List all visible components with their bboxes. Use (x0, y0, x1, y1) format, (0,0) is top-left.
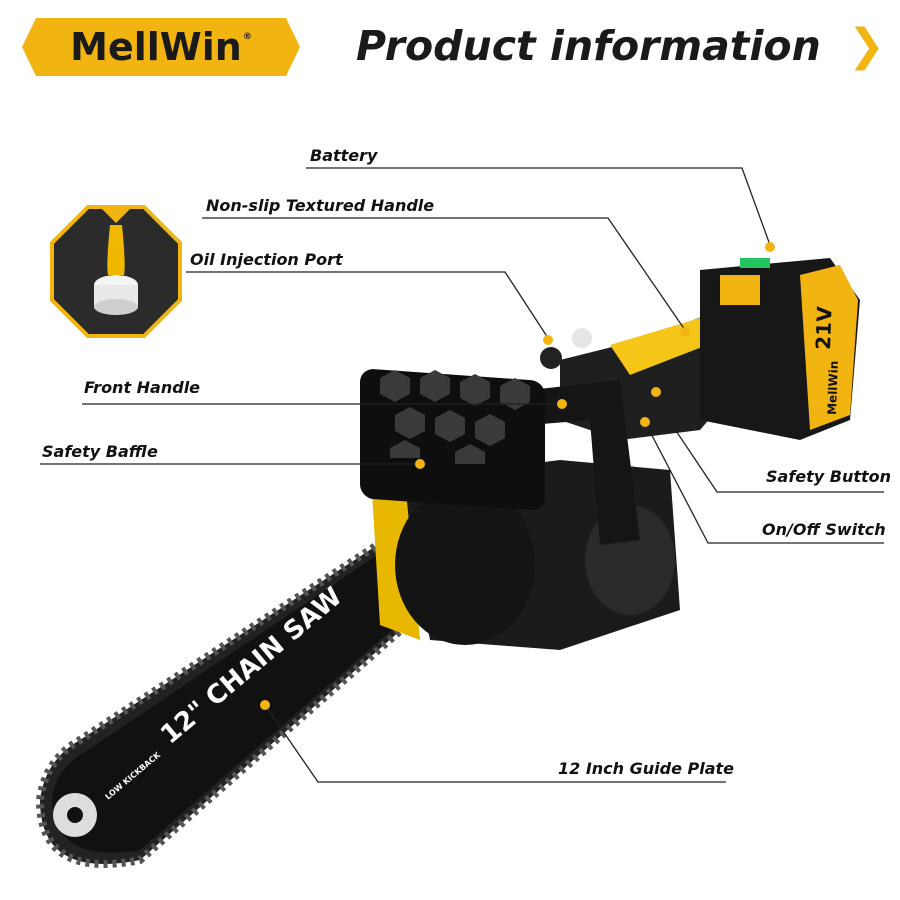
safety-dot (651, 387, 661, 397)
callout-guide-plate: 12 Inch Guide Plate (558, 759, 735, 778)
brand-trademark: ® (242, 32, 252, 42)
battery-brand: MellWin (825, 360, 841, 415)
callout-safety-baffle: Safety Baffle (42, 442, 158, 461)
baffle-dot (415, 459, 425, 469)
battery-pack: 21V MellWin (700, 258, 860, 440)
oil-port-cap (540, 347, 562, 369)
logo-badge-shape (22, 18, 300, 76)
callout-battery: Battery (310, 146, 378, 165)
front-handle (530, 380, 640, 545)
callout-textured-handle: Non-slip Textured Handle (206, 196, 435, 215)
callout-front-handle: Front Handle (84, 378, 201, 397)
chevron-right-icon[interactable]: ❯ (848, 20, 885, 71)
oil-dot (543, 335, 553, 345)
brand-logo-badge: MellWin® (22, 18, 300, 76)
guide-dot (260, 700, 270, 710)
brand-logo: MellWin® (22, 18, 300, 76)
page-title: Product information (356, 22, 821, 70)
battery-voltage: 21V (811, 306, 837, 351)
oil-level-window (572, 328, 592, 348)
callout-safety-button: Safety Button (766, 467, 892, 486)
switch-dot (640, 417, 650, 427)
handle-dot (680, 327, 690, 337)
callout-on-off-switch: On/Off Switch (762, 520, 886, 539)
battery-dot (765, 242, 775, 252)
callout-oil-port: Oil Injection Port (190, 250, 343, 269)
brand-name: MellWin (70, 25, 242, 69)
front-handle-dot (557, 399, 567, 409)
oil-injection-inset (50, 205, 182, 338)
